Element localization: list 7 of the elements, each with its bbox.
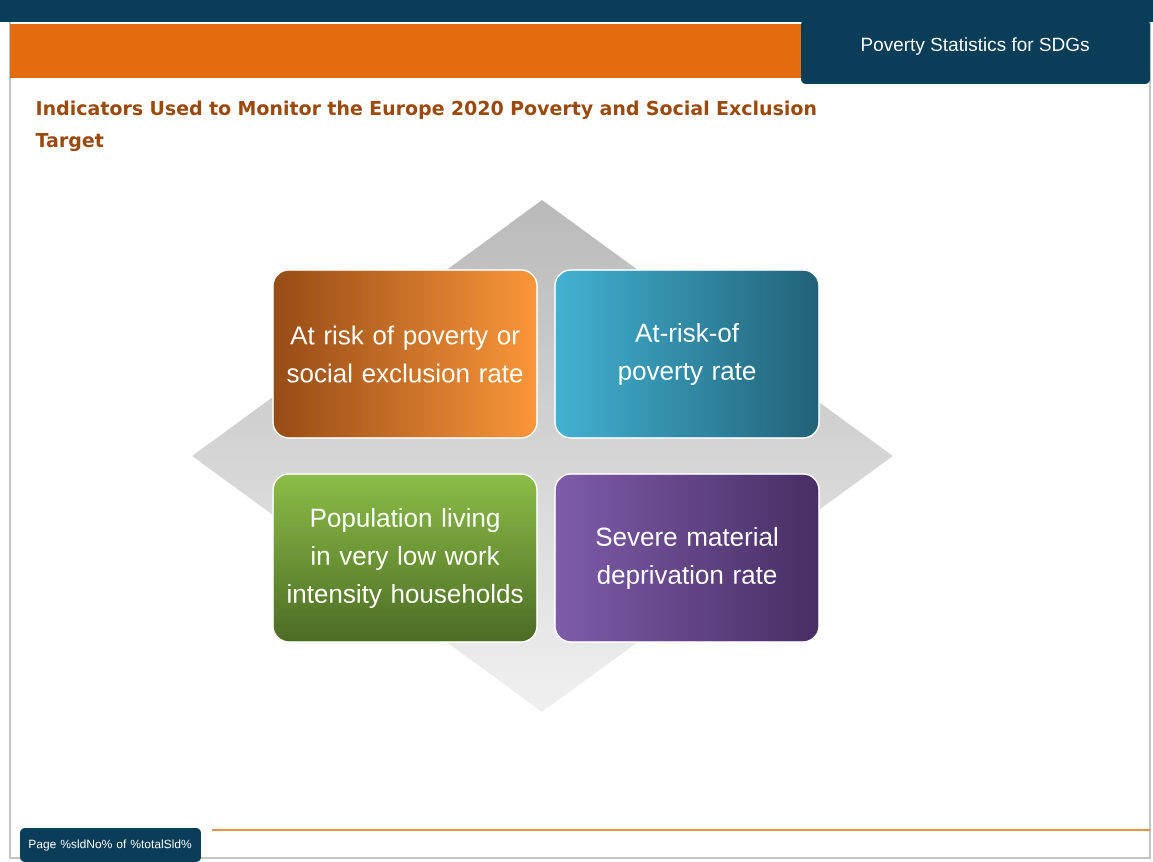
page-number-tab: Page %sldNo% of %totalSld% xyxy=(20,828,201,862)
indicator-box: At risk of poverty or social exclusion rate xyxy=(272,269,538,439)
header-tab: Poverty Statistics for SDGs xyxy=(801,20,1150,84)
indicator-box: At-risk-of poverty rate xyxy=(554,269,820,439)
indicator-box: Severe material deprivation rate xyxy=(554,473,820,643)
indicator-box: Population living in very low work intensity households xyxy=(272,473,538,643)
slide-title: Indicators Used to Monitor the Europe 2020 Poverty and Social Exclusion Target xyxy=(35,100,816,152)
